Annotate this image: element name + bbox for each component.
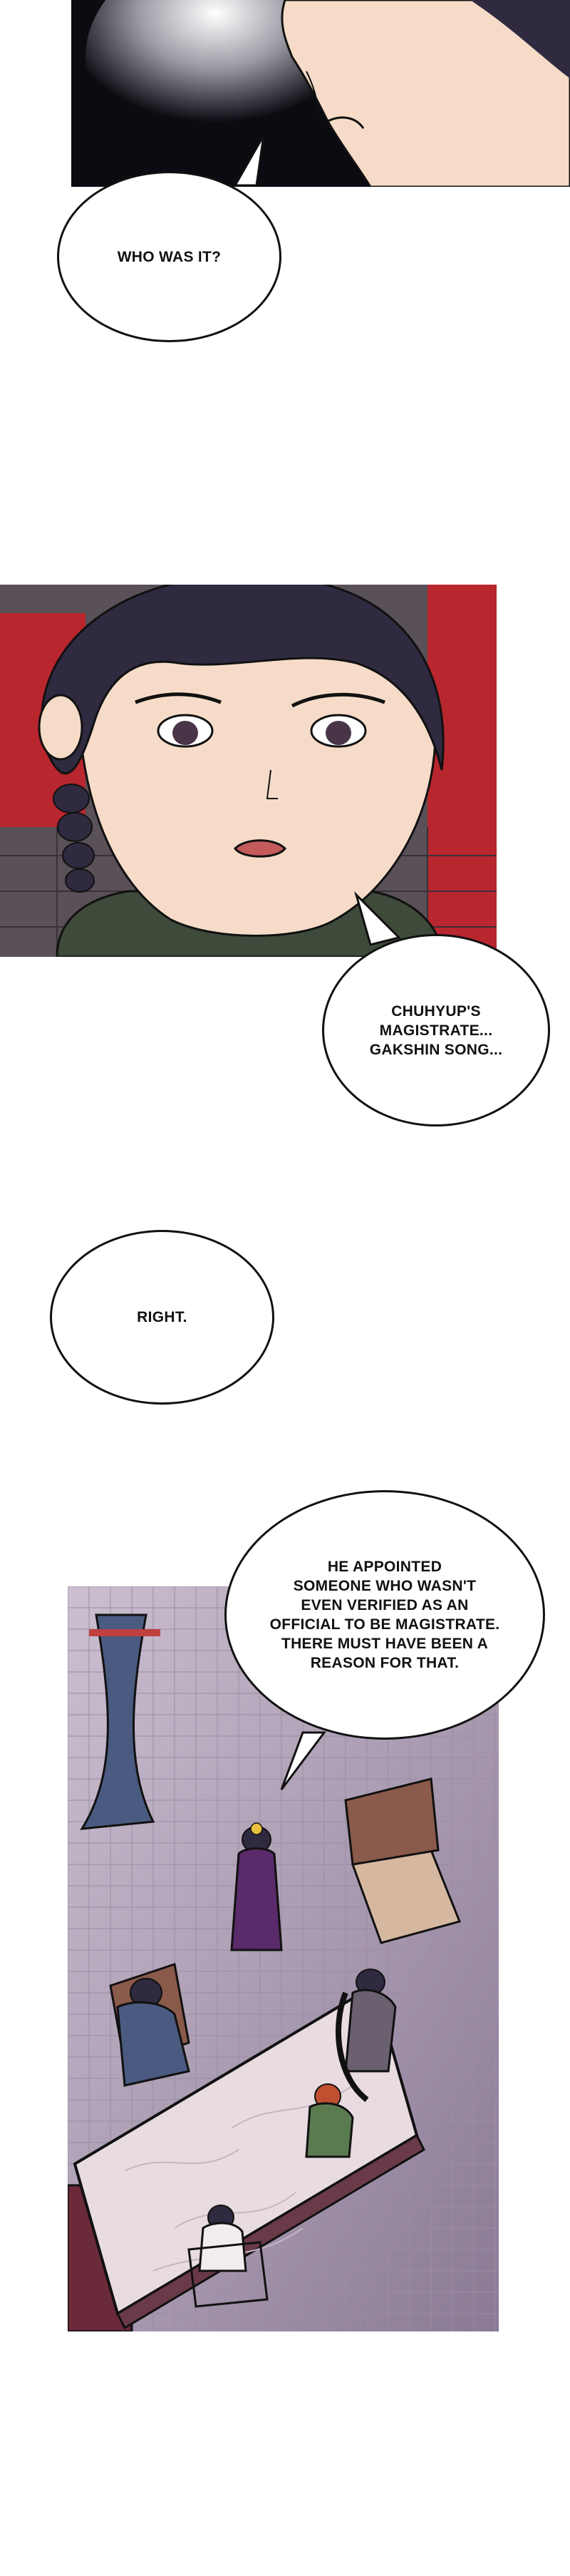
speech-bubble: WHO WAS IT?: [57, 171, 281, 342]
speech-bubble: RIGHT.: [50, 1230, 274, 1405]
dialogue-text: CHUHYUP'S MAGISTRATE... GAKSHIN SONG...: [369, 1002, 503, 1058]
speech-bubble: CHUHYUP'S MAGISTRATE... GAKSHIN SONG...: [322, 934, 550, 1127]
character-closeup-illustration: [0, 585, 497, 957]
panel-character-closeup: [0, 585, 497, 957]
speech-bubble-tail: [353, 891, 401, 946]
face-closeup-illustration: [71, 0, 570, 187]
speech-bubble: HE APPOINTED SOMEONE WHO WASN'T EVEN VER…: [224, 1490, 545, 1740]
speech-bubble-tail: [280, 1731, 326, 1790]
speech-bubble-tail: [233, 135, 265, 187]
panel-face-closeup-dark: [71, 0, 570, 187]
dialogue-text: WHO WAS IT?: [117, 248, 222, 265]
dialogue-text: HE APPOINTED SOMEONE WHO WASN'T EVEN VER…: [269, 1559, 500, 1671]
dialogue-text: RIGHT.: [137, 1309, 187, 1325]
